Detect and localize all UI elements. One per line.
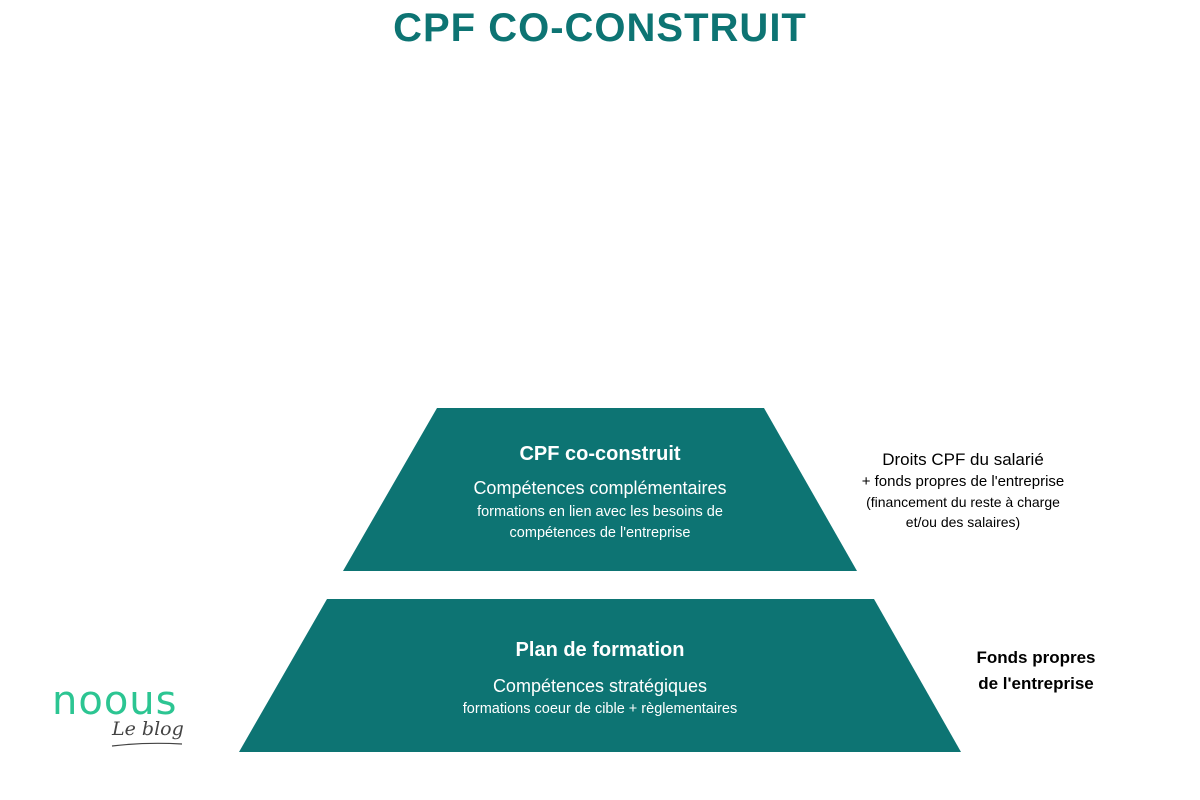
noous-logo: noous Le blog: [50, 678, 190, 754]
top-tier-text: CPF co-construit Compétences complémenta…: [400, 443, 800, 544]
bottom-tier-text: Plan de formation Compétences stratégiqu…: [400, 639, 800, 720]
bottom-funding-note: Fonds propres de l'entreprise: [946, 645, 1126, 697]
top-tier-subtitle: Compétences complémentaires: [473, 478, 727, 498]
logo-wordmark: noous: [52, 678, 178, 724]
logo-subtitle: Le blog: [112, 718, 184, 740]
bottom-funding-line1: Fonds propres: [976, 648, 1096, 667]
bottom-tier-title: Plan de formation: [515, 639, 685, 661]
top-tier-title: CPF co-construit: [519, 443, 681, 465]
pyramid-bottom-tier: [239, 599, 961, 752]
bottom-tier-description: formations coeur de cible + règlementair…: [462, 701, 738, 717]
top-funding-line2: (financement du reste à charge: [866, 494, 1060, 510]
logo-underline-icon: [111, 742, 183, 747]
top-tier-description-line1: formations en lien avec les besoins de: [477, 504, 723, 520]
top-funding-line1: + fonds propres de l'entreprise: [861, 473, 1065, 490]
bottom-tier-subtitle: Compétences stratégiques: [492, 676, 708, 696]
pyramid-top-tier: [343, 408, 857, 571]
top-tier-description-line2: compétences de l'entreprise: [509, 525, 691, 541]
top-funding-note: Droits CPF du salarié + fonds propres de…: [843, 448, 1083, 532]
bottom-funding-line2: de l'entreprise: [978, 674, 1094, 693]
top-funding-line3: et/ou des salaires): [905, 514, 1021, 530]
top-funding-title: Droits CPF du salarié: [882, 450, 1044, 469]
page-title: CPF CO-CONSTRUIT: [393, 6, 807, 50]
